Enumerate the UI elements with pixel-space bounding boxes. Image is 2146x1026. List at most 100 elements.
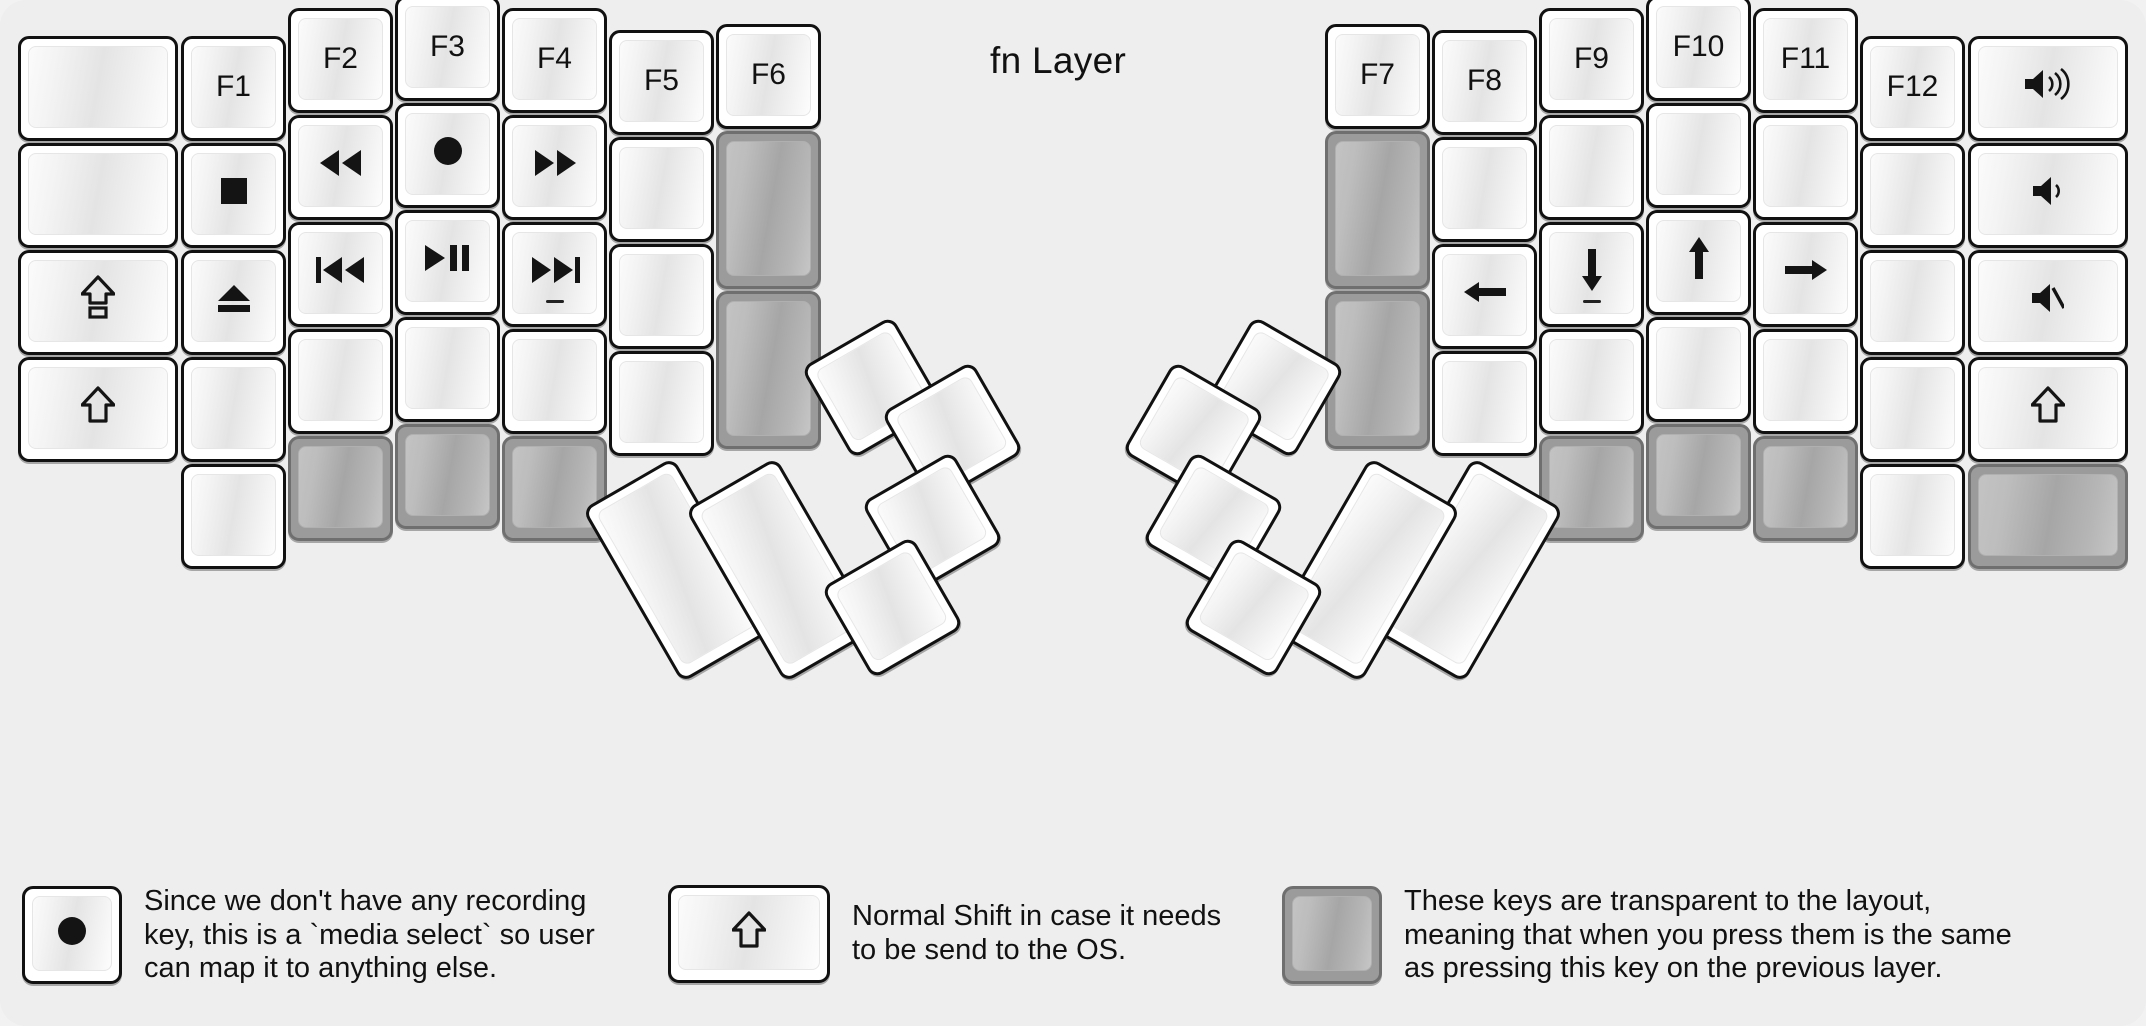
col-pinky-row-3[interactable] xyxy=(181,357,286,462)
col-middle-row-0-f3-key[interactable]: F3 xyxy=(395,0,500,101)
col-inner-extra-row-0-f7-key[interactable]: F7 xyxy=(1325,24,1430,129)
col-inner-row-3[interactable] xyxy=(1432,351,1537,456)
col-ring-row-0-f2-key[interactable]: F2 xyxy=(288,8,393,113)
keycap-face: F12 xyxy=(1870,46,1955,128)
col-index-row-2-arrow-down-icon[interactable] xyxy=(1539,222,1644,327)
col-inner-row-1[interactable] xyxy=(1432,137,1537,242)
legend-sample-key-2 xyxy=(668,885,830,983)
col-pinky-outer-row-2-volume-mute-icon[interactable] xyxy=(1968,250,2128,355)
col-inner-row-0-f8-key[interactable]: F8 xyxy=(1432,30,1537,135)
col-inner-row-0-f5-key[interactable]: F5 xyxy=(609,30,714,135)
col-ring-row-1[interactable] xyxy=(1753,115,1858,220)
homing-bump-indicator xyxy=(1582,300,1601,303)
legend-text-3: These keys are transparent to the layout… xyxy=(1404,885,2012,985)
col-pinky-row-2[interactable] xyxy=(1860,250,1965,355)
homing-bump-indicator xyxy=(545,300,564,303)
col-pinky-row-4[interactable] xyxy=(1860,464,1965,569)
keycap-face xyxy=(298,339,383,421)
col-index-row-0-f4-key[interactable]: F4 xyxy=(502,8,607,113)
col-middle-row-1-media-record-icon[interactable] xyxy=(395,103,500,208)
col-pinky-outer-row-3-shift-outline-icon[interactable] xyxy=(1968,357,2128,462)
col-middle-row-2-media-play-pause-icon[interactable] xyxy=(395,210,500,315)
caps-lock-icon xyxy=(80,275,116,327)
col-pinky-outer-row-1-volume-down-icon[interactable] xyxy=(1968,143,2128,248)
col-pinky-row-4[interactable] xyxy=(181,464,286,569)
col-middle-row-3[interactable] xyxy=(395,317,500,422)
col-inner-row-1[interactable] xyxy=(609,137,714,242)
key-label: F12 xyxy=(1886,70,1939,103)
col-ring-row-2-media-prev-track-icon[interactable] xyxy=(288,222,393,327)
col-middle-row-3[interactable] xyxy=(1646,317,1751,422)
col-ring-row-4[interactable] xyxy=(288,436,393,541)
keycap-face xyxy=(726,141,811,276)
col-inner-extra-row-2[interactable] xyxy=(1325,291,1430,449)
col-ring-row-4[interactable] xyxy=(1753,436,1858,541)
col-middle-row-4[interactable] xyxy=(1646,424,1751,529)
col-inner-extra-row-2[interactable] xyxy=(716,291,821,449)
col-ring-row-0-f11-key[interactable]: F11 xyxy=(1753,8,1858,113)
col-inner-extra-row-0-f6-key[interactable]: F6 xyxy=(716,24,821,129)
col-pinky-outer-row-0-volume-up-icon[interactable] xyxy=(1968,36,2128,141)
legend-item-2: Normal Shift in case it needs to be send… xyxy=(668,885,1221,983)
col-index-row-3[interactable] xyxy=(1539,329,1644,434)
keycap-face xyxy=(1442,147,1527,229)
keycap-face: F1 xyxy=(191,46,276,128)
legend-sample-key-3 xyxy=(1282,886,1382,985)
col-pinky-outer-row-2-caps-lock-icon[interactable] xyxy=(18,250,178,355)
col-middle-row-0-f10-key[interactable]: F10 xyxy=(1646,0,1751,101)
col-ring-row-1-media-rewind-icon[interactable] xyxy=(288,115,393,220)
media-fast-forward-icon xyxy=(533,150,577,182)
legend-item-3: These keys are transparent to the layout… xyxy=(1282,885,2012,986)
keycap-face: F11 xyxy=(1763,18,1848,100)
keycap-face xyxy=(1549,339,1634,421)
col-pinky-outer-row-1[interactable] xyxy=(18,143,178,248)
col-pinky-row-0-f1-key[interactable]: F1 xyxy=(181,36,286,141)
col-index-row-2-media-next-track-icon[interactable] xyxy=(502,222,607,327)
media-record-icon xyxy=(432,135,464,173)
col-inner-row-3[interactable] xyxy=(609,351,714,456)
col-pinky-outer-row-3-shift-outline-icon[interactable] xyxy=(18,357,178,462)
col-index-row-4[interactable] xyxy=(502,436,607,541)
keycap-face xyxy=(512,446,597,528)
keycap-face xyxy=(1656,220,1741,302)
col-pinky-row-3[interactable] xyxy=(1860,357,1965,462)
col-pinky-row-1-media-stop-icon[interactable] xyxy=(181,143,286,248)
key-label: F10 xyxy=(1672,30,1725,63)
col-pinky-outer-row-4[interactable] xyxy=(1968,464,2128,569)
keycap-face xyxy=(28,46,168,128)
keycap-face: F2 xyxy=(298,18,383,100)
arrow-left-icon xyxy=(1463,278,1506,312)
col-index-row-1[interactable] xyxy=(1539,115,1644,220)
col-ring-row-3[interactable] xyxy=(288,329,393,434)
col-pinky-outer-row-0[interactable] xyxy=(18,36,178,141)
legend-text-2: Normal Shift in case it needs to be send… xyxy=(852,900,1222,966)
col-pinky-row-2-media-eject-icon[interactable] xyxy=(181,250,286,355)
col-middle-row-1[interactable] xyxy=(1646,103,1751,208)
col-ring-row-2-arrow-right-icon[interactable] xyxy=(1753,222,1858,327)
keycap-face xyxy=(32,896,112,972)
col-index-row-0-f9-key[interactable]: F9 xyxy=(1539,8,1644,113)
col-index-row-3[interactable] xyxy=(502,329,607,434)
col-inner-row-2[interactable] xyxy=(609,244,714,349)
keycap-face xyxy=(191,367,276,449)
arrow-up-icon xyxy=(1685,237,1713,285)
keycap-face xyxy=(512,125,597,207)
col-index-row-4[interactable] xyxy=(1539,436,1644,541)
col-middle-row-2-arrow-up-icon[interactable] xyxy=(1646,210,1751,315)
col-index-row-1-media-fast-forward-icon[interactable] xyxy=(502,115,607,220)
keycap-face xyxy=(512,339,597,421)
keycap-face: F7 xyxy=(1335,34,1420,116)
keycap-face xyxy=(1656,327,1741,409)
col-inner-row-2-arrow-left-icon[interactable] xyxy=(1432,244,1537,349)
col-ring-row-3[interactable] xyxy=(1753,329,1858,434)
legend-text-1: Since we don't have any recording key, t… xyxy=(144,885,595,985)
page-title: fn Layer xyxy=(990,40,1127,81)
col-inner-extra-row-1[interactable] xyxy=(716,131,821,289)
keycap-face xyxy=(28,153,168,235)
col-inner-extra-row-1[interactable] xyxy=(1325,131,1430,289)
col-pinky-row-0-f12-key[interactable]: F12 xyxy=(1860,36,1965,141)
col-pinky-row-1[interactable] xyxy=(1860,143,1965,248)
col-middle-row-4[interactable] xyxy=(395,424,500,529)
keycap-face xyxy=(191,474,276,556)
